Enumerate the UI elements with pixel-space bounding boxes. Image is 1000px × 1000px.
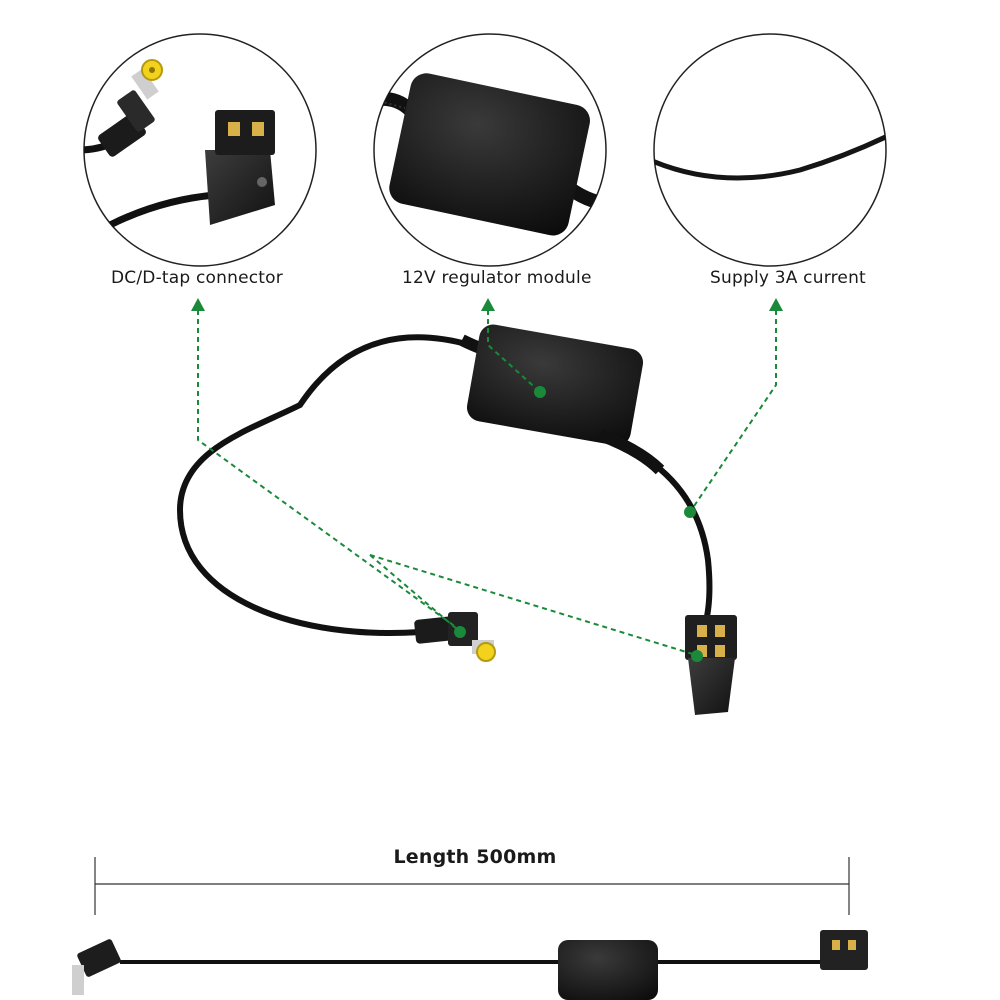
dc-plug-main	[414, 612, 496, 662]
cable-icon	[654, 127, 886, 181]
d-tap-plug-main	[685, 615, 737, 715]
length-label: Length 500mm	[393, 846, 557, 868]
regulator-module-label: 12V regulator module	[402, 268, 592, 288]
regulator-module-icon	[389, 73, 590, 236]
detail-circle-regulator	[373, 33, 607, 267]
callout-lines	[197, 310, 777, 656]
main-cable-assembly	[176, 324, 737, 715]
supply-current-label: Supply 3A current	[710, 268, 866, 288]
callout-dots	[454, 386, 703, 662]
callout-arrowheads	[191, 298, 783, 311]
dc-d-tap-connector-label: DC/D-tap connector	[111, 268, 283, 288]
dc-plug-icon	[98, 59, 163, 157]
regulator-main	[459, 324, 665, 475]
dimension-line	[94, 857, 850, 915]
detail-circle-cable	[653, 33, 887, 267]
d-tap-plug-icon	[205, 110, 275, 225]
detail-circle-connectors	[83, 33, 317, 267]
bottom-cable-assembly	[72, 930, 868, 1000]
